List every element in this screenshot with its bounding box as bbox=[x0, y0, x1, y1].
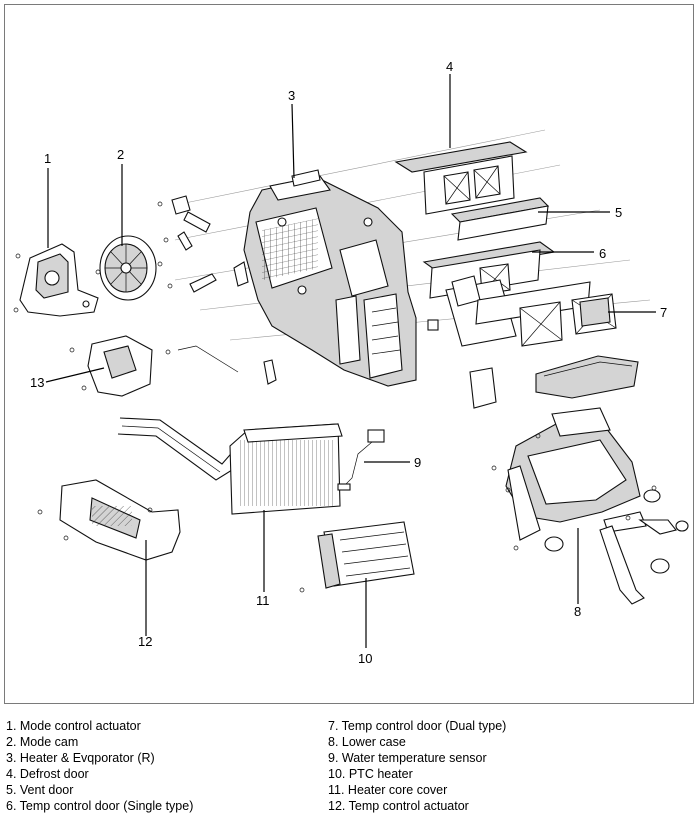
callout-7: 7 bbox=[660, 305, 667, 320]
callout-5: 5 bbox=[615, 205, 622, 220]
callout-1: 1 bbox=[44, 151, 51, 166]
callout-3: 3 bbox=[288, 88, 295, 103]
legend-item: 1. Mode control actuator bbox=[6, 719, 141, 733]
heater-evaporator-housing bbox=[243, 169, 439, 387]
callout-labels: 1 2 3 4 5 6 7 8 9 10 11 12 13 bbox=[30, 59, 667, 666]
callout-2: 2 bbox=[117, 147, 124, 162]
callout-8: 8 bbox=[574, 604, 581, 619]
callout-11: 11 bbox=[256, 593, 270, 608]
mode-cam bbox=[95, 235, 157, 301]
legend-column-right: 7. Temp control door (Dual type) 8. Lowe… bbox=[328, 718, 688, 814]
legend-item: 3. Heater & Evqporator (R) bbox=[6, 751, 155, 765]
legend-column-left: 1. Mode control actuator 2. Mode cam 3. … bbox=[6, 718, 336, 814]
water-temperature-sensor bbox=[337, 429, 385, 491]
legend-item: 12. Temp control actuator bbox=[328, 799, 469, 813]
legend-item: 9. Water temperature sensor bbox=[328, 751, 487, 765]
legend-item: 10. PTC heater bbox=[328, 767, 413, 781]
callout-4: 4 bbox=[446, 59, 453, 74]
legend-item: 4. Defrost door bbox=[6, 767, 89, 781]
legend-item: 7. Temp control door (Dual type) bbox=[328, 719, 507, 733]
temp-control-actuator-rear bbox=[69, 335, 277, 397]
parts-legend: 1. Mode control actuator 2. Mode cam 3. … bbox=[6, 718, 694, 830]
legend-item: 5. Vent door bbox=[6, 783, 74, 797]
exploded-parts-diagram: 1 2 3 4 5 6 7 8 9 10 11 12 13 bbox=[13, 59, 689, 666]
leader-lines bbox=[45, 74, 656, 648]
legend-item: 2. Mode cam bbox=[6, 735, 79, 749]
legend-item: 6. Temp control door (Single type) bbox=[6, 799, 194, 813]
air-guide-duct bbox=[469, 355, 639, 409]
callout-10: 10 bbox=[358, 651, 372, 666]
mode-control-actuator bbox=[13, 243, 99, 317]
lower-case bbox=[491, 407, 689, 605]
callout-9: 9 bbox=[414, 455, 421, 470]
temp-control-actuator bbox=[37, 479, 181, 561]
linkage-levers bbox=[157, 195, 249, 293]
heater-core bbox=[117, 417, 343, 515]
callout-6: 6 bbox=[599, 246, 606, 261]
ptc-heater bbox=[299, 521, 415, 593]
temp-control-door-dual-assembly bbox=[475, 281, 617, 347]
callout-13: 13 bbox=[30, 375, 44, 390]
vent-door bbox=[450, 197, 550, 241]
callout-12: 12 bbox=[138, 634, 152, 649]
defrost-door bbox=[394, 141, 528, 215]
legend-item: 8. Lower case bbox=[328, 735, 406, 749]
legend-item: 11. Heater core cover bbox=[328, 783, 448, 797]
